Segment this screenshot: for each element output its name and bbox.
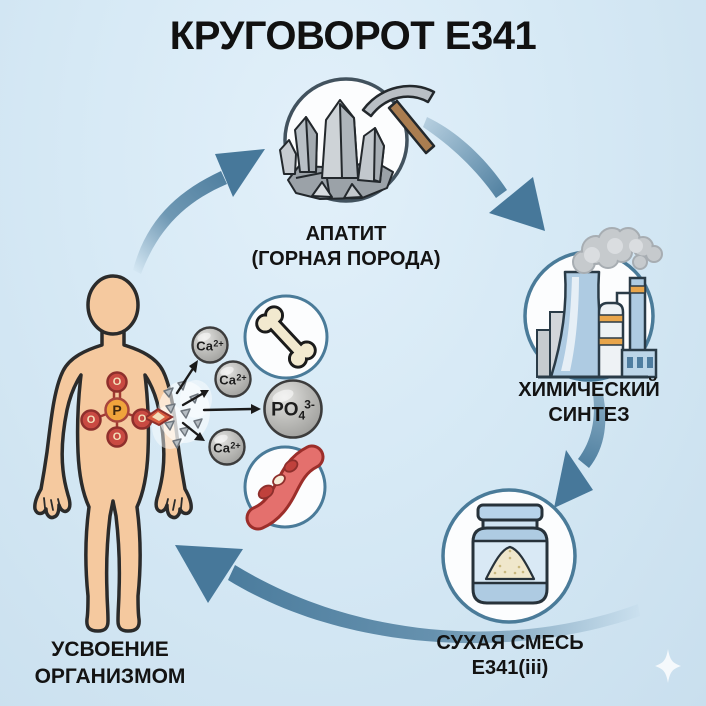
factory-icon [536, 227, 663, 379]
apatite-label: АПАТИТ (ГОРНАЯ ПОРОДА) [251, 222, 440, 272]
calcium-ion-label: Ca2+ [196, 339, 223, 354]
calcium-ion-label: Ca2+ [219, 373, 246, 388]
dry-mix-label: СУХАЯ СМЕСЬ Е341(iii) [436, 631, 583, 681]
dry-mix-label-line2: Е341(iii) [471, 657, 549, 679]
cycle-arrow-apatite-to-factory [423, 117, 545, 231]
phosphate-charge: 3- [304, 397, 315, 412]
release-diamond [143, 407, 174, 427]
powder-speckles [493, 549, 525, 575]
phosphate-ion-label: PO43- [271, 398, 315, 423]
cycle-arrow-body-to-apatite [133, 149, 265, 274]
blood-vessel-icon [243, 444, 327, 531]
calcium-symbol: Ca [213, 440, 230, 456]
apatite-label-line1: АПАТИТ [305, 223, 387, 245]
page-title: КРУГОВОРОТ Е341 [169, 14, 537, 58]
synthesis-node [523, 227, 663, 382]
cycle-arrow-jar-to-body [175, 545, 640, 644]
jar-icon [471, 503, 549, 605]
oxygen-letter: O [112, 431, 122, 443]
absorption-label-line2: ОРГАНИЗМОМ [34, 665, 186, 688]
human-head [86, 274, 140, 336]
bone-icon [243, 294, 329, 380]
phosphate-ion-sphere [263, 379, 323, 439]
calcium-ion-label: Ca2+ [213, 441, 240, 456]
crystal-icon [279, 99, 394, 200]
apatite-node [279, 77, 436, 203]
pickaxe-icon [361, 84, 436, 155]
calcium-charge: 2+ [213, 338, 224, 349]
apatite-label-line2: (ГОРНАЯ ПОРОДА) [251, 248, 441, 270]
cycle-arrow-factory-to-jar [554, 394, 606, 508]
phosphorus-atom [104, 397, 130, 423]
phosphate-subscript: 4 [298, 408, 306, 423]
synthesis-label-line1: ХИМИЧЕСКИЙ [518, 379, 660, 401]
human-figure [33, 274, 193, 633]
dry-mix-label-line1: СУХАЯ СМЕСЬ [436, 632, 584, 654]
sparkle-icon [655, 649, 681, 683]
oxygen-letter: O [86, 414, 96, 426]
synthesis-label-line2: СИНТЕЗ [548, 404, 630, 426]
phosphate-molecule [80, 371, 174, 448]
calcium-charge: 2+ [230, 440, 241, 451]
calcium-charge: 2+ [236, 372, 247, 383]
absorption-label-line1: УСВОЕНИЕ [51, 638, 169, 661]
dry-mix-node [441, 488, 577, 624]
ion-arrows [175, 360, 261, 441]
smoke-puffs [572, 227, 663, 274]
phosphorus-letter: P [112, 402, 122, 418]
oxygen-letter: O [137, 413, 147, 425]
absorption-label: УСВОЕНИЕ ОРГАНИЗМОМ [35, 636, 186, 690]
calcium-ion-spheres [191, 326, 252, 466]
oxygen-letter: O [112, 376, 122, 388]
phosphate-symbol: PO [271, 399, 299, 421]
calcium-symbol: Ca [196, 338, 213, 354]
synthesis-label: ХИМИЧЕСКИЙ СИНТЕЗ [518, 378, 660, 428]
calcium-symbol: Ca [219, 372, 236, 388]
